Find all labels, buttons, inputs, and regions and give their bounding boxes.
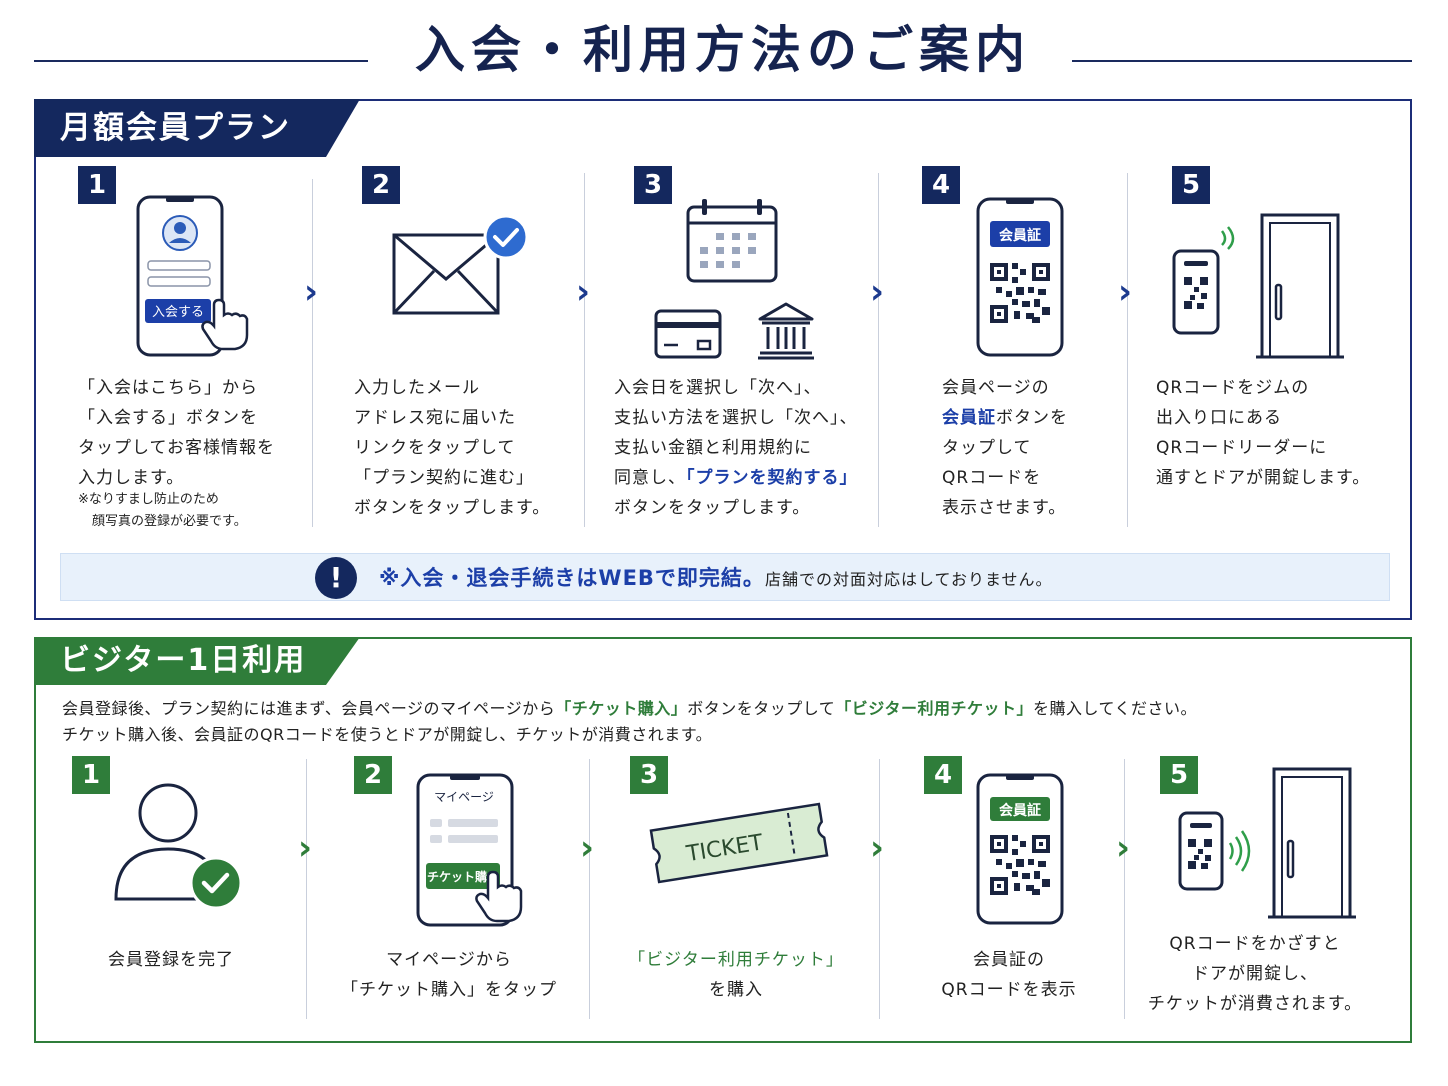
chevron-right-icon: › bbox=[1116, 828, 1131, 868]
step-number: 5 bbox=[1160, 756, 1198, 794]
chevron-right-icon: › bbox=[580, 828, 595, 868]
step-divider bbox=[306, 759, 307, 1019]
title-rule-right bbox=[1072, 60, 1412, 62]
visitor-intro-line-1: 会員登録後、プラン契約には進まず、会員ページのマイページから「チケット購入」ボタ… bbox=[62, 699, 1198, 718]
smartphone-signup-icon: 入会する bbox=[136, 195, 249, 357]
mail-check-icon bbox=[392, 214, 529, 315]
chevron-right-icon: › bbox=[304, 272, 319, 312]
chevron-right-icon: › bbox=[298, 828, 313, 868]
visitor-step-5-description: QRコードをかざすと ドアが開錠し、 チケットが消費されます。 bbox=[1147, 934, 1363, 1014]
bank-icon bbox=[758, 302, 814, 360]
step-number: 2 bbox=[362, 166, 400, 204]
step-5-description: QRコードをジムの 出入り口にある QRコードリーダーに 通すとドアが開錠します… bbox=[1156, 378, 1371, 488]
step-number: 1 bbox=[72, 756, 110, 794]
page-title: 入会・利用方法のご案内 bbox=[415, 21, 1031, 79]
svg-text:マイページ: マイページ bbox=[434, 790, 494, 804]
step-number: 3 bbox=[634, 166, 672, 204]
exclamation-icon: ! bbox=[315, 557, 357, 599]
calendar-icon bbox=[686, 199, 778, 283]
svg-text:チケット購入: チケット購入 bbox=[427, 869, 499, 884]
svg-text:会員証: 会員証 bbox=[999, 227, 1041, 244]
page-header: 入会・利用方法のご案内 bbox=[34, 18, 1412, 88]
notice-banner: ! ※入会・退会手続きはWEBで即完結。店舗での対面対応はしておりません。 bbox=[60, 553, 1390, 601]
step-divider bbox=[584, 173, 585, 527]
step-divider bbox=[878, 173, 879, 527]
visitor-day-use-panel: ビジター1日利用 会員登録後、プラン契約には進まず、会員ページのマイページから「… bbox=[34, 637, 1412, 1043]
monthly-plan-panel: 月額会員プラン › › › › 1 入会する 「入会はこちら」から 「入会する」… bbox=[34, 99, 1412, 620]
membership-card-qr-icon: 会員証 bbox=[976, 773, 1064, 925]
chevron-right-icon: › bbox=[870, 828, 885, 868]
step-number: 4 bbox=[922, 166, 960, 204]
chevron-right-icon: › bbox=[1118, 272, 1133, 312]
step-divider bbox=[589, 759, 590, 1019]
phone-qr-door-icon bbox=[1172, 213, 1344, 359]
step-4-description: 会員ページの 会員証ボタンを タップして QRコードを 表示させます。 bbox=[942, 378, 1068, 518]
chevron-right-icon: › bbox=[576, 272, 591, 312]
step-divider bbox=[879, 759, 880, 1019]
step-number: 1 bbox=[78, 166, 116, 204]
visitor-intro-line-2: チケット購入後、会員証のQRコードを使うとドアが開錠し、チケットが消費されます。 bbox=[62, 725, 713, 744]
step-number: 5 bbox=[1172, 166, 1210, 204]
monthly-plan-tab: 月額会員プラン bbox=[34, 99, 360, 157]
visitor-day-use-tab: ビジター1日利用 bbox=[34, 637, 360, 685]
visitor-step-2-description: マイページから 「チケット購入」をタップ bbox=[341, 950, 557, 1000]
step-divider bbox=[1124, 759, 1125, 1019]
credit-card-icon bbox=[654, 309, 722, 359]
step-divider bbox=[1127, 173, 1128, 527]
signup-button-label: 入会する bbox=[152, 305, 204, 320]
step-3-description: 入会日を選択し「次へ」、 支払い方法を選択し「次へ」、 支払い金額と利用規約に … bbox=[614, 378, 858, 518]
step-2-description: 入力したメール アドレス宛に届いた リンクをタップして 「プラン契約に進む」 ボ… bbox=[354, 378, 551, 518]
membership-card-qr-icon: 会員証 bbox=[976, 197, 1064, 357]
phone-qr-door-icon bbox=[1178, 767, 1356, 919]
visitor-step-1-description: 会員登録を完了 bbox=[108, 950, 234, 970]
ticket-icon: TICKET bbox=[649, 802, 829, 884]
step-divider bbox=[312, 179, 313, 527]
notice-text: ※入会・退会手続きはWEBで即完結。店舗での対面対応はしておりません。 bbox=[379, 566, 1053, 590]
mypage-ticket-purchase-icon: マイページ チケット購入 bbox=[416, 773, 523, 927]
step-number: 3 bbox=[630, 756, 668, 794]
step-1-description: 「入会はこちら」から 「入会する」ボタンを タップしてお客様情報を 入力します。 bbox=[78, 378, 275, 488]
chevron-right-icon: › bbox=[870, 272, 885, 312]
visitor-step-4-description: 会員証の QRコードを表示 bbox=[941, 950, 1077, 1000]
svg-text:会員証: 会員証 bbox=[999, 802, 1041, 819]
visitor-step-3-description: 「ビジター利用チケット」 を購入 bbox=[628, 950, 844, 1000]
title-rule-left bbox=[34, 60, 368, 62]
step-number: 4 bbox=[924, 756, 962, 794]
step-number: 2 bbox=[354, 756, 392, 794]
step-1-note: ※なりすまし防止のため 顔写真の登録が必要です。 bbox=[78, 492, 247, 529]
user-check-icon bbox=[114, 783, 243, 910]
